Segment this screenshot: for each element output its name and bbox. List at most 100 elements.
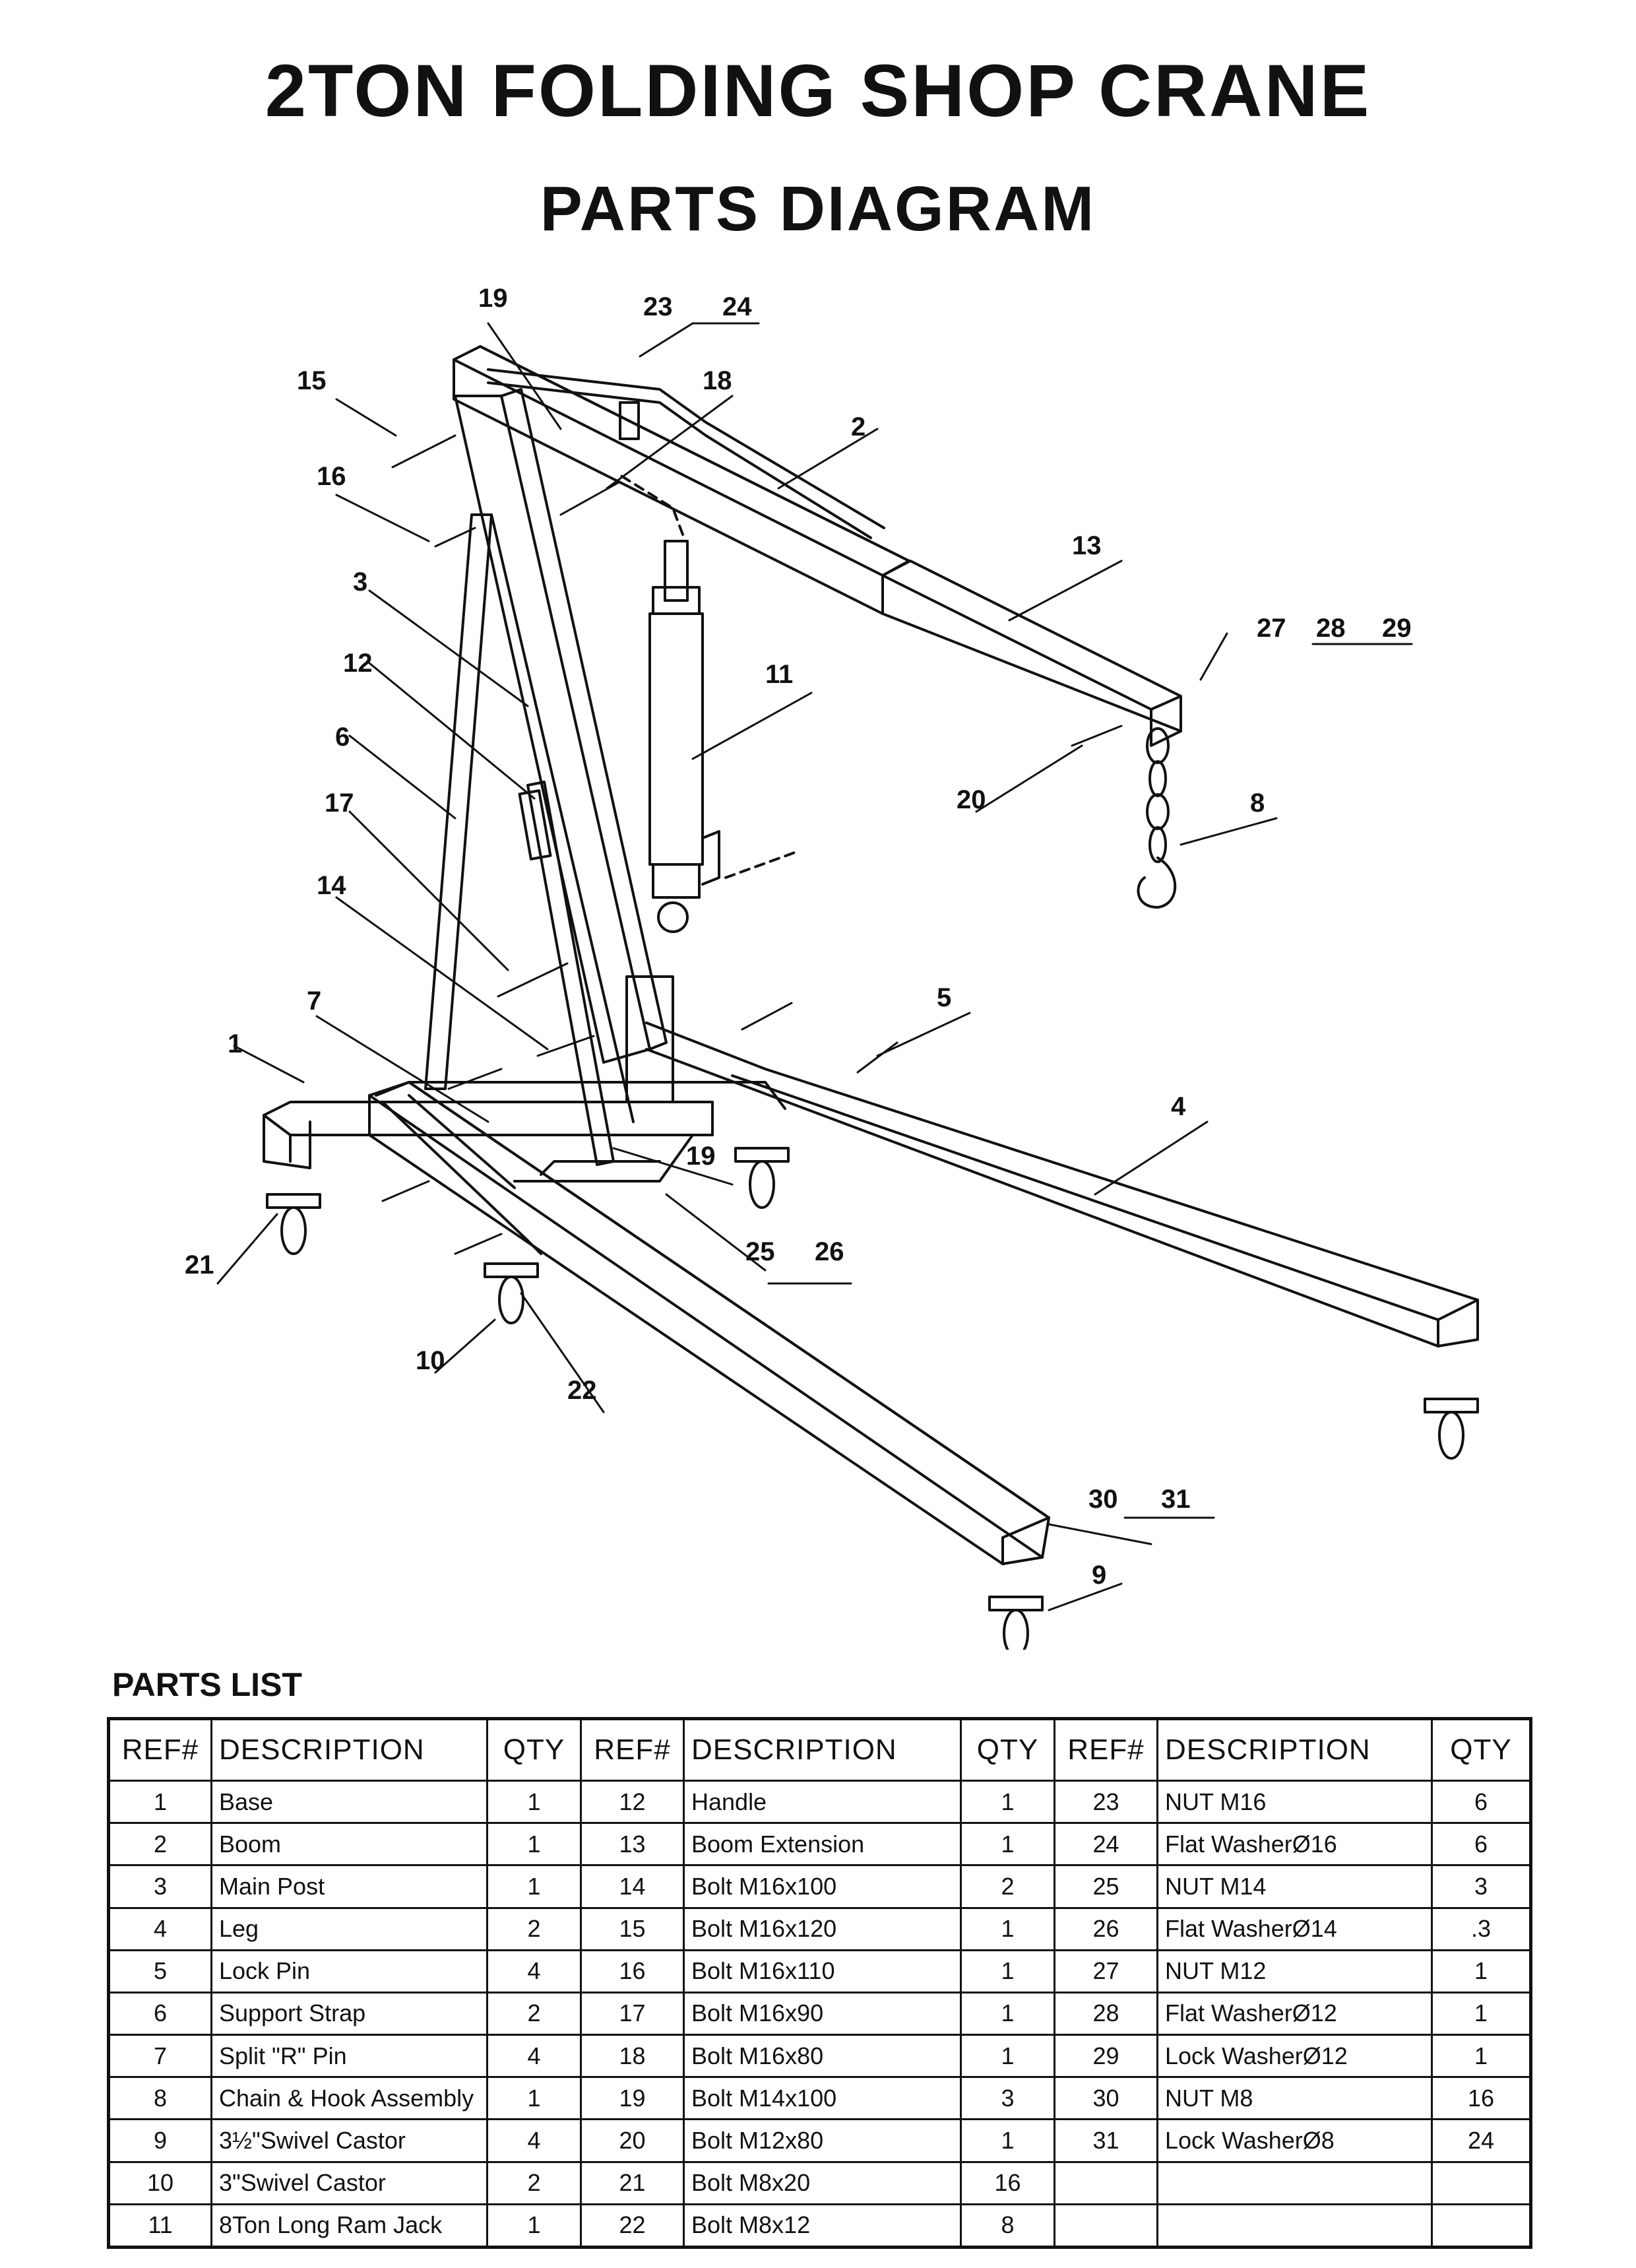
- cell-description: Bolt M8x20: [683, 2160, 962, 2205]
- cell-qty: .3: [1431, 1906, 1532, 1951]
- callout-10: 10: [416, 1346, 445, 1375]
- cell-description: Main Post: [210, 1864, 488, 1909]
- cell-ref: 23: [1054, 1779, 1158, 1825]
- cell-description: Handle: [683, 1779, 962, 1825]
- cell-ref: 9: [108, 2118, 212, 2163]
- cell-ref: 27: [1054, 1949, 1158, 1993]
- leader-lines: [216, 322, 1413, 1611]
- cell-qty: 1: [486, 2076, 582, 2121]
- cell-description: Support Strap: [210, 1991, 488, 2036]
- cell-qty: 4: [486, 1949, 582, 1993]
- document-title: 2TON FOLDING SHOP CRANE: [265, 49, 1371, 132]
- cell-description: Boom Extension: [683, 1822, 962, 1867]
- callout-20: 20: [957, 785, 986, 814]
- parts-list-title: PARTS LIST: [112, 1666, 302, 1703]
- table-header-row: REF# DESCRIPTION QTY REF# DESCRIPTION QT…: [108, 1718, 1532, 1782]
- cell-description: NUT M12: [1156, 1949, 1433, 1993]
- header-description: DESCRIPTION: [210, 1718, 488, 1782]
- parts-diagram: 1 2 3 4 5 6 7 8 9 10 11 12 13 14 15 16 1…: [185, 284, 1479, 1650]
- cell-ref: 28: [1054, 1991, 1158, 2036]
- cell-description: Bolt M16x120: [683, 1906, 962, 1951]
- callout-8: 8: [1250, 789, 1265, 818]
- callout-6: 6: [335, 723, 350, 752]
- cell-description: Chain & Hook Assembly: [210, 2076, 488, 2121]
- cell-ref: 20: [580, 2118, 685, 2163]
- callout-22: 22: [567, 1376, 597, 1405]
- cell-ref: 12: [580, 1779, 685, 1825]
- cell-description: Flat WasherØ12: [1156, 1991, 1433, 2036]
- cell-qty: 1: [960, 1779, 1055, 1825]
- cell-qty: 1: [486, 1864, 582, 1909]
- cell-description: Flat WasherØ14: [1156, 1906, 1433, 1951]
- cell-ref: 25: [1054, 1864, 1158, 1909]
- callout-4: 4: [1171, 1092, 1186, 1121]
- cell-qty: 1: [960, 2034, 1055, 2079]
- cell-qty: 2: [486, 2160, 582, 2205]
- cell-ref: 22: [580, 2203, 685, 2249]
- cell-ref: [1054, 2160, 1158, 2205]
- callout-2: 2: [851, 412, 865, 441]
- header-ref: REF#: [108, 1718, 212, 1782]
- cell-ref: 18: [580, 2034, 685, 2079]
- cell-qty: 3: [1431, 1864, 1532, 1909]
- boom-extension-drawing: [881, 560, 1182, 747]
- cell-ref: 6: [108, 1991, 212, 2036]
- cell-qty: 6: [1431, 1822, 1532, 1867]
- chain-hook-drawing: [1137, 727, 1177, 909]
- header-ref: REF#: [1054, 1718, 1158, 1782]
- cell-qty: 4: [486, 2118, 582, 2163]
- cell-ref: 16: [580, 1949, 685, 1993]
- cell-description: Lock Pin: [210, 1949, 488, 1993]
- cell-ref: 31: [1054, 2118, 1158, 2163]
- cell-qty: 1: [960, 1906, 1055, 1951]
- boom-drawing: [453, 345, 910, 615]
- callout-1: 1: [228, 1029, 242, 1058]
- cell-description: Lock WasherØ8: [1156, 2118, 1433, 2163]
- cell-ref: 11: [108, 2203, 212, 2249]
- callout-23: 23: [643, 292, 673, 321]
- cell-ref: 8: [108, 2076, 212, 2121]
- callout-3: 3: [353, 567, 367, 597]
- cell-qty: 1: [1431, 1949, 1532, 1993]
- header-qty: QTY: [1431, 1718, 1532, 1782]
- cell-qty: 2: [486, 1991, 582, 2036]
- cell-qty: 1: [1431, 2034, 1532, 2079]
- cell-description: Bolt M16x100: [683, 1864, 962, 1909]
- cell-qty: 1: [486, 2203, 582, 2249]
- callout-5: 5: [937, 983, 951, 1012]
- callout-15: 15: [297, 366, 327, 395]
- cell-ref: 13: [580, 1822, 685, 1867]
- cell-ref: 17: [580, 1991, 685, 2036]
- cell-ref: [1054, 2203, 1158, 2249]
- cell-description: NUT M14: [1156, 1864, 1433, 1909]
- cell-description: Bolt M16x90: [683, 1991, 962, 2036]
- cell-qty: 1: [960, 2118, 1055, 2163]
- header-ref: REF#: [580, 1718, 685, 1782]
- cell-ref: 15: [580, 1906, 685, 1951]
- cell-description: 3½"Swivel Castor: [210, 2118, 488, 2163]
- leg-front-drawing: [368, 1081, 1050, 1565]
- cell-ref: 26: [1054, 1906, 1158, 1951]
- cell-ref: 24: [1054, 1822, 1158, 1867]
- callout-24: 24: [722, 292, 752, 321]
- callout-11: 11: [765, 660, 793, 689]
- cell-qty: 6: [1431, 1779, 1532, 1825]
- ram-jack-drawing: [619, 474, 800, 933]
- callout-18: 18: [703, 366, 732, 395]
- callout-31: 31: [1161, 1485, 1191, 1514]
- cell-description: [1156, 2203, 1433, 2249]
- cell-description: Lock WasherØ12: [1156, 2034, 1433, 2079]
- cell-ref: 14: [580, 1864, 685, 1909]
- callout-12: 12: [343, 649, 373, 678]
- callout-28: 28: [1316, 614, 1346, 643]
